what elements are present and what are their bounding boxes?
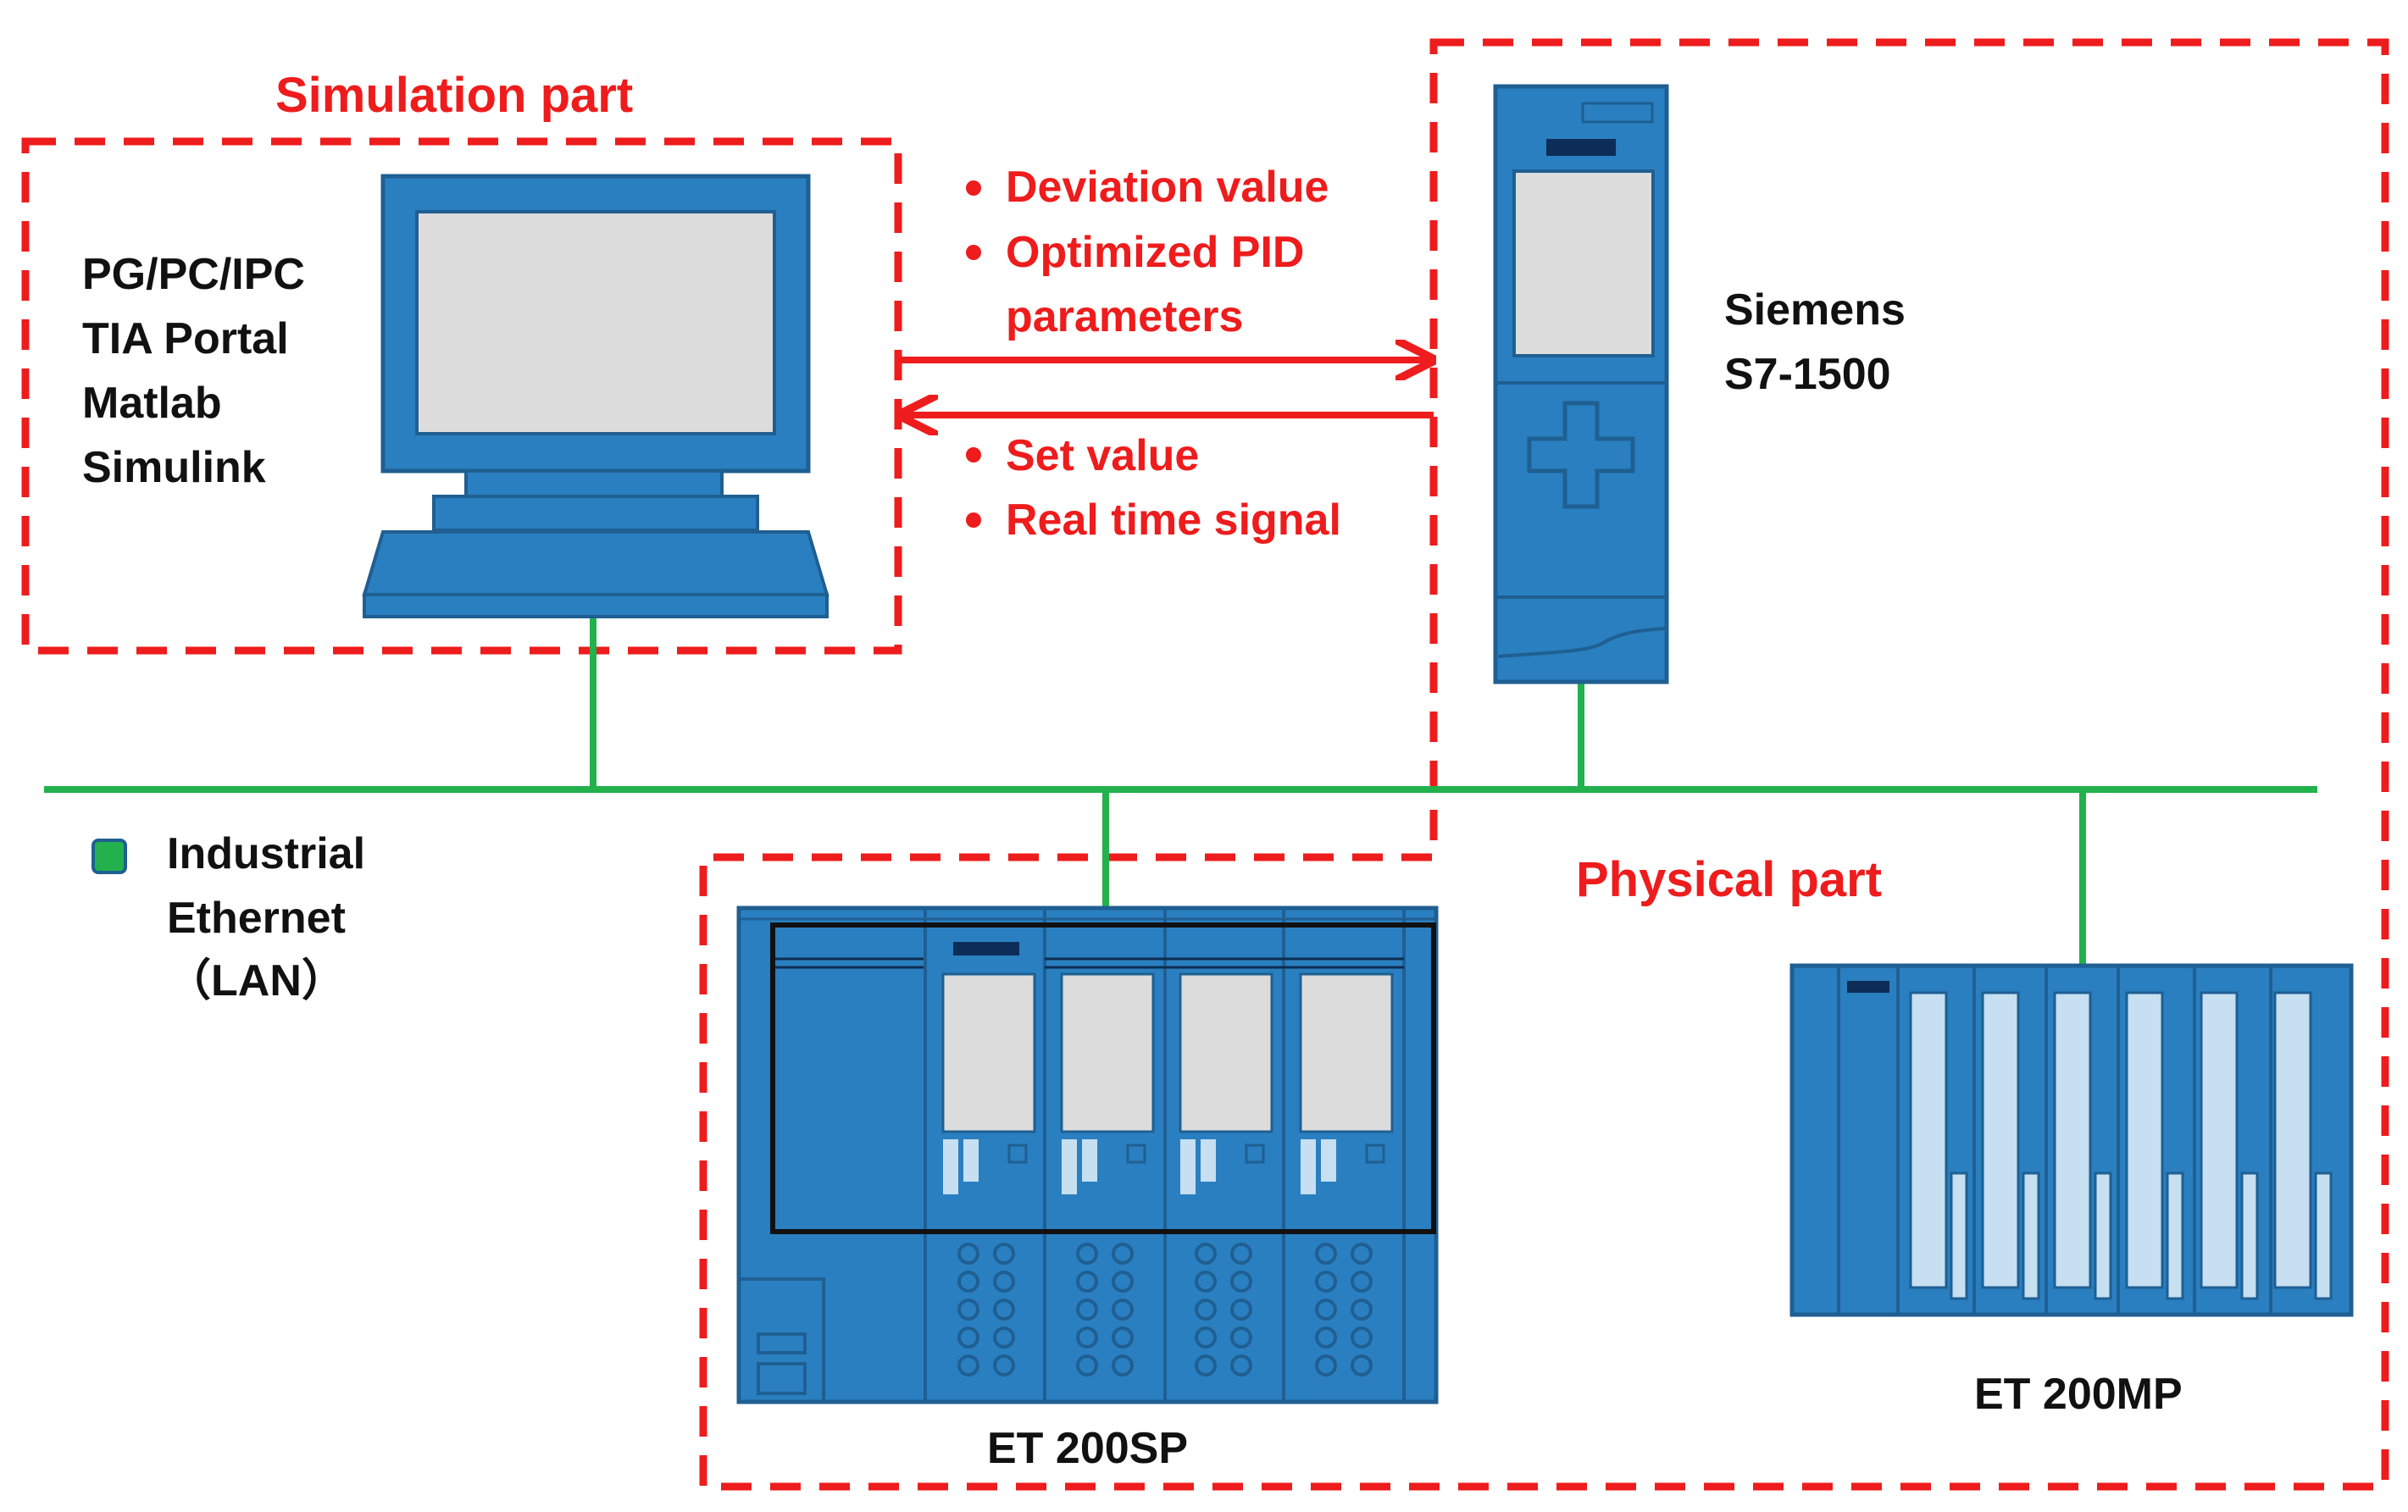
module-slot-small <box>2314 1171 2333 1300</box>
pc-label-line: Simulink <box>82 443 266 492</box>
connector-strip <box>963 1139 979 1182</box>
et200sp-station-icon <box>736 906 1439 1404</box>
module-slot <box>2200 991 2239 1289</box>
terminal-hole <box>1315 1354 1337 1376</box>
pc-label-line: Matlab <box>82 379 222 428</box>
terminal-hole <box>1351 1271 1373 1293</box>
et200mp-label: ET 200MP <box>1974 1370 2183 1419</box>
status-led <box>1007 1144 1028 1164</box>
plc-controller-icon <box>1493 84 1669 684</box>
physical-part-title: Physical part <box>1576 852 1883 907</box>
terminal-hole <box>1076 1299 1098 1321</box>
module-slot-small <box>2240 1171 2259 1300</box>
et200sp-label: ET 200SP <box>987 1424 1189 1473</box>
terminal-hole <box>1230 1271 1252 1293</box>
status-led <box>1126 1144 1146 1164</box>
terminal-hole <box>1230 1354 1252 1376</box>
terminal-hole <box>1112 1354 1134 1376</box>
terminal-hole <box>1351 1299 1373 1321</box>
terminal-hole <box>1076 1243 1098 1265</box>
module-slot <box>2273 991 2312 1289</box>
terminal-hole <box>957 1326 979 1349</box>
module-slot <box>1909 991 1948 1289</box>
terminal-hole <box>1076 1326 1098 1349</box>
arrow-label-parameters: parameters <box>1006 292 1244 341</box>
arrow-label-set-value: Set value <box>1006 431 1200 480</box>
connector-strip <box>1301 1139 1316 1194</box>
terminal-hole <box>957 1271 979 1293</box>
terminal-hole <box>1230 1326 1252 1349</box>
status-led <box>1365 1144 1385 1164</box>
terminal-hole <box>1230 1299 1252 1321</box>
et200mp-station-icon <box>1789 963 2354 1317</box>
connector-strip <box>1082 1139 1097 1182</box>
arrow-label-deviation-value: Deviation value <box>1006 163 1329 212</box>
connector-strip <box>1180 1139 1196 1194</box>
network-legend-line: Ethernet <box>167 894 346 943</box>
status-led <box>1245 1144 1265 1164</box>
et200mp-module-slots <box>1909 991 2333 1300</box>
network-legend-line: Industrial <box>167 829 366 878</box>
module-slot-small <box>2166 1171 2184 1300</box>
terminal-hole <box>993 1354 1015 1376</box>
module-slot-small <box>1950 1171 1968 1300</box>
module-slot-small <box>2094 1171 2112 1300</box>
arrow-label-real-time-signal: Real time signal <box>1006 496 1341 545</box>
connector-strip <box>943 1139 958 1194</box>
terminal-hole <box>957 1243 979 1265</box>
terminal-hole <box>1351 1354 1373 1376</box>
plc-label-line: Siemens <box>1724 285 1906 335</box>
terminal-hole <box>1076 1354 1098 1376</box>
terminal-hole <box>1351 1243 1373 1265</box>
terminal-hole <box>1076 1271 1098 1293</box>
terminal-hole <box>1195 1354 1217 1376</box>
terminal-hole <box>993 1243 1015 1265</box>
connector-strip <box>1062 1139 1077 1194</box>
bullet-icon <box>966 447 981 462</box>
et200sp-terminal-details <box>943 1139 1385 1376</box>
terminal-hole <box>993 1326 1015 1349</box>
plc-label-line: S7-1500 <box>1724 350 1891 399</box>
connector-strip <box>1321 1139 1336 1182</box>
terminal-hole <box>957 1354 979 1376</box>
physical-part-border <box>699 38 2389 1491</box>
terminal-hole <box>1315 1271 1337 1293</box>
bullet-icon <box>966 245 981 260</box>
terminal-hole <box>1195 1243 1217 1265</box>
terminal-hole <box>1112 1243 1134 1265</box>
arrow-label-optimized-pid: Optimized PID <box>1006 228 1305 277</box>
module-slot <box>2125 991 2164 1289</box>
terminal-hole <box>1112 1299 1134 1321</box>
simulation-part-border <box>21 137 902 655</box>
green-square-icon <box>92 839 127 874</box>
terminal-hole <box>957 1299 979 1321</box>
computer-icon <box>362 174 829 618</box>
pc-label-line: TIA Portal <box>82 314 289 363</box>
module-slot <box>2053 991 2092 1289</box>
pc-label-line: PG/PC/IPC <box>82 250 305 299</box>
terminal-hole <box>1315 1326 1337 1349</box>
terminal-hole <box>1195 1271 1217 1293</box>
terminal-hole <box>993 1299 1015 1321</box>
simulation-part-title: Simulation part <box>275 68 634 123</box>
terminal-hole <box>1351 1326 1373 1349</box>
bullet-icon <box>966 512 981 528</box>
terminal-hole <box>1195 1326 1217 1349</box>
terminal-hole <box>1315 1243 1337 1265</box>
module-slot <box>1981 991 2020 1289</box>
terminal-hole <box>1195 1299 1217 1321</box>
terminal-hole <box>1112 1271 1134 1293</box>
terminal-hole <box>1315 1299 1337 1321</box>
module-slot-small <box>2022 1171 2040 1300</box>
terminal-hole <box>1112 1326 1134 1349</box>
connector-strip <box>1201 1139 1216 1182</box>
bullet-icon <box>966 180 981 196</box>
network-legend-line: （LAN） <box>167 956 346 1005</box>
terminal-hole <box>993 1271 1015 1293</box>
terminal-hole <box>1230 1243 1252 1265</box>
